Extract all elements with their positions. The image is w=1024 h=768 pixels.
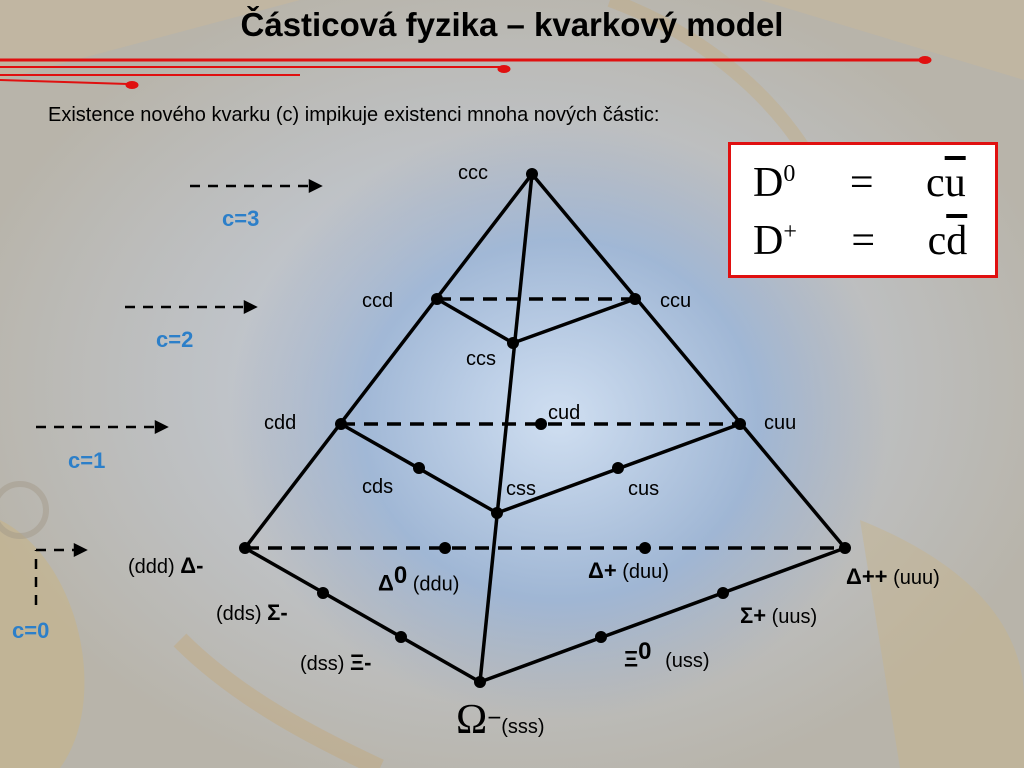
label-uuu: Δ++ (uuu) <box>846 564 940 589</box>
label-cus: cus <box>628 478 660 500</box>
label-uss: Ξ0 (uss) <box>624 638 710 672</box>
node-uus <box>717 587 729 599</box>
level-arrows <box>34 178 323 605</box>
formula-row-d0: D0 = cu <box>753 160 966 206</box>
label-ccu: ccu <box>660 290 692 312</box>
node-cud <box>535 418 547 430</box>
node-ccd <box>431 293 443 305</box>
particle-delta-plus: Δ+ <box>588 558 617 583</box>
label-dss: (dss) Ξ- <box>300 650 372 675</box>
label-sss: Ω−(sss) <box>456 697 545 743</box>
particle-omega-minus: Ω <box>456 697 488 743</box>
node-uss <box>595 631 607 643</box>
node-uuu <box>839 542 851 554</box>
label-cuu: cuu <box>764 412 797 434</box>
label-ddu: Δ0 (ddu) <box>378 562 460 596</box>
label-dds: (dds) Σ- <box>216 600 288 625</box>
pyramid-dashed-edges <box>245 297 845 550</box>
pyramid-edges <box>243 172 847 684</box>
level-label-c1: c=1 <box>68 448 106 473</box>
node-cdd <box>335 418 347 430</box>
label-duu: Δ+ (duu) <box>588 558 669 583</box>
level-label-c0: c=0 <box>12 618 50 643</box>
d-meson-formula-box: D0 = cu D+ = cd <box>728 142 998 278</box>
node-dds <box>317 587 329 599</box>
node-ccs <box>507 337 519 349</box>
label-cds: cds <box>362 476 394 498</box>
node-duu <box>639 542 651 554</box>
label-uus: Σ+ (uus) <box>740 603 818 628</box>
label-ddd: (ddd) Δ- <box>128 553 204 578</box>
node-dss <box>395 631 407 643</box>
particle-delta-plusplus: Δ++ <box>846 564 888 589</box>
node-cus <box>612 462 624 474</box>
node-ddd <box>239 542 251 554</box>
node-ccu <box>629 293 641 305</box>
node-cuu <box>734 418 746 430</box>
particle-xi-minus: Ξ- <box>350 650 372 675</box>
particle-xi-zero: Ξ <box>624 646 639 672</box>
node-sss <box>474 676 486 688</box>
formula-row-dplus: D+ = cd <box>753 218 968 264</box>
label-cud: cud <box>548 402 581 424</box>
page-title: Částicová fyzika – kvarkový model <box>240 6 784 43</box>
node-ddu <box>439 542 451 554</box>
page-subtitle: Existence nového kvarku (c) impikuje exi… <box>48 104 660 126</box>
particle-delta-minus: Δ- <box>180 553 204 578</box>
label-css: css <box>506 478 536 500</box>
particle-sigma-plus: Σ+ <box>740 603 767 628</box>
label-ccd: ccd <box>362 290 394 312</box>
particle-sigma-minus: Σ- <box>267 600 288 625</box>
level-label-c3: c=3 <box>222 206 260 231</box>
title-underline-decoration <box>0 56 932 89</box>
label-ccc: ccc <box>458 162 488 184</box>
node-ccc <box>526 168 538 180</box>
label-ccs: ccs <box>466 348 496 370</box>
level-label-c2: c=2 <box>156 327 194 352</box>
node-css <box>491 507 503 519</box>
node-cds <box>413 462 425 474</box>
label-cdd: cdd <box>264 412 297 434</box>
pyramid-nodes <box>239 168 851 688</box>
